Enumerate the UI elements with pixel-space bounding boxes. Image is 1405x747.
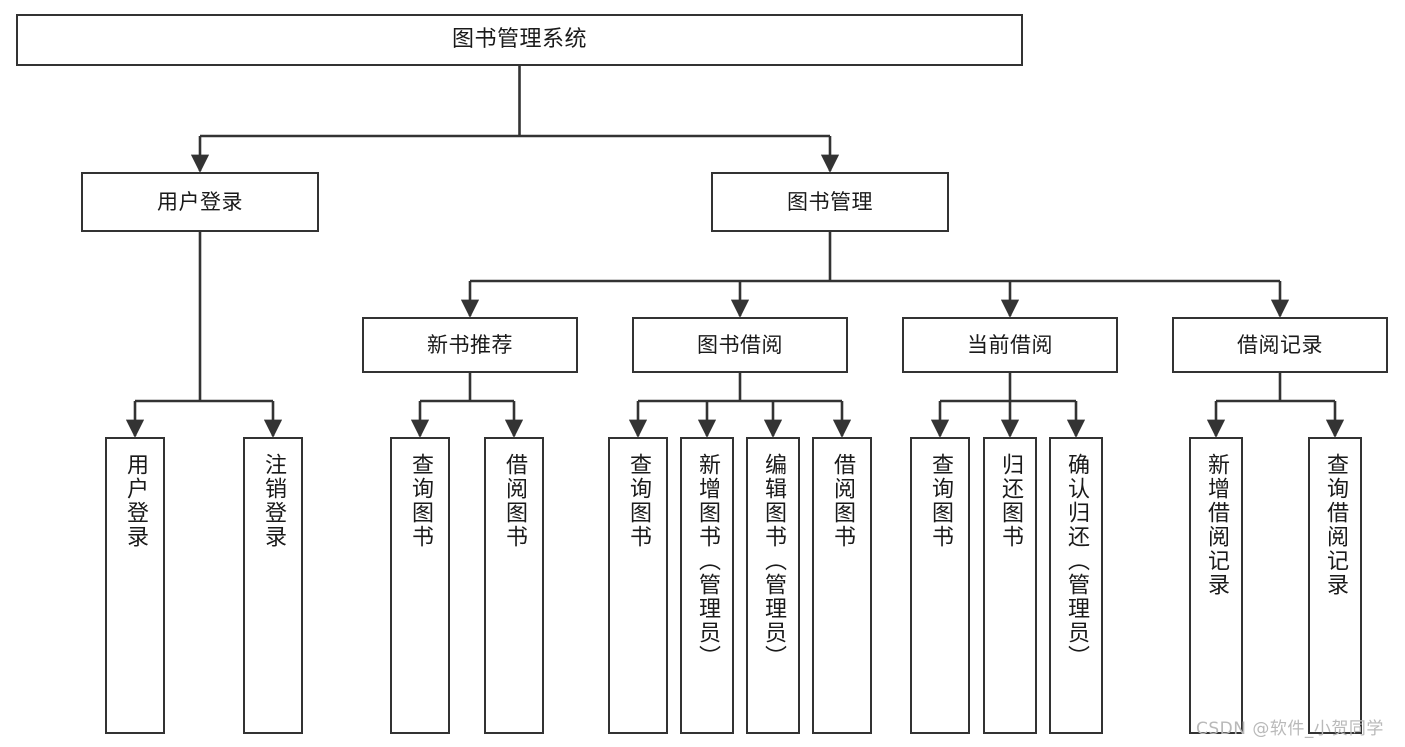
node-label: 借阅记录 [1237,332,1323,357]
node-label: 图书借阅 [697,332,783,357]
node-borrow-record[interactable]: 借阅记录 [1172,317,1388,373]
node-leaf-query-record[interactable]: 查询借阅记录 [1308,437,1362,734]
node-label: 图书管理 [787,189,873,214]
node-root[interactable]: 图书管理系统 [16,14,1023,66]
node-leaf-user-login[interactable]: 用户登录 [105,437,165,734]
csdn-watermark: CSDN @软件_小贺同学 [1196,719,1384,739]
node-label: 查询图书 [928,453,953,549]
node-leaf-add-book[interactable]: 新增图书（管理员） [680,437,734,734]
node-leaf-confirm-return[interactable]: 确认归还（管理员） [1049,437,1103,734]
node-label: 新增借阅记录 [1204,453,1229,597]
node-label: 确认归还（管理员） [1064,453,1089,669]
node-current-borrow[interactable]: 当前借阅 [902,317,1118,373]
node-book-borrow[interactable]: 图书借阅 [632,317,848,373]
node-label: 借阅图书 [502,453,527,549]
node-label: 借阅图书 [830,453,855,549]
node-label: 查询借阅记录 [1323,453,1348,597]
node-leaf-add-record[interactable]: 新增借阅记录 [1189,437,1243,734]
node-leaf-edit-book[interactable]: 编辑图书（管理员） [746,437,800,734]
node-label: 编辑图书（管理员） [761,453,786,669]
node-label: 新书推荐 [427,332,513,357]
node-leaf-query-book-1[interactable]: 查询图书 [390,437,450,734]
node-label: 用户登录 [157,189,243,214]
node-leaf-borrow-book-2[interactable]: 借阅图书 [812,437,872,734]
node-label: 当前借阅 [967,332,1053,357]
node-leaf-query-book-2[interactable]: 查询图书 [608,437,668,734]
node-label: 新增图书（管理员） [695,453,720,669]
node-leaf-query-book-3[interactable]: 查询图书 [910,437,970,734]
node-label: 归还图书 [998,453,1023,549]
node-leaf-return-book[interactable]: 归还图书 [983,437,1037,734]
node-label: 用户登录 [123,453,148,549]
node-label: 查询图书 [408,453,433,549]
node-label: 注销登录 [261,453,286,549]
node-leaf-borrow-book-1[interactable]: 借阅图书 [484,437,544,734]
node-label: 图书管理系统 [451,27,587,53]
node-new-book-rec[interactable]: 新书推荐 [362,317,578,373]
node-leaf-logout[interactable]: 注销登录 [243,437,303,734]
node-book-mgmt[interactable]: 图书管理 [711,172,949,232]
node-user-login[interactable]: 用户登录 [81,172,319,232]
node-label: 查询图书 [626,453,651,549]
